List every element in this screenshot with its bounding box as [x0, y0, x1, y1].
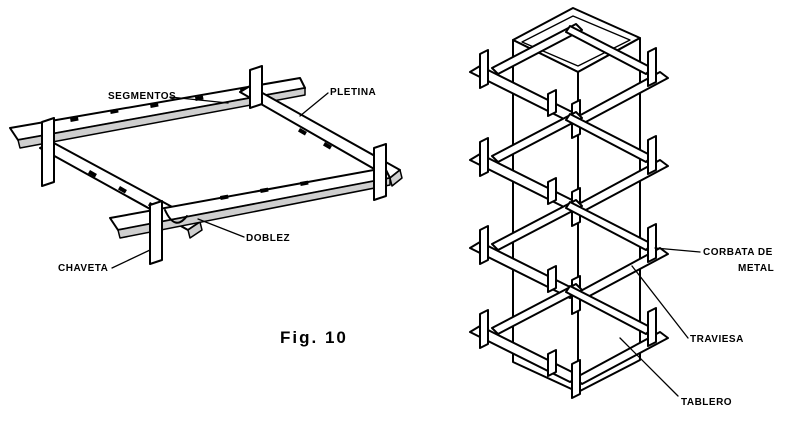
- leader-tablero: [619, 337, 679, 397]
- strap-front: [109, 167, 391, 239]
- collar-band: [469, 199, 669, 315]
- collar-band: [469, 283, 669, 399]
- label-corbata-line2: METAL: [738, 263, 775, 274]
- leader-corbata: [654, 247, 701, 253]
- leader-pletina: [299, 92, 329, 117]
- bend-doblez: [164, 209, 188, 224]
- leader-doblez: [197, 218, 245, 238]
- wedge-front: [149, 200, 163, 265]
- strap-front-left: [9, 77, 306, 149]
- wedge-left: [41, 117, 55, 187]
- column-formwork: [469, 7, 669, 399]
- collar-band: [469, 23, 669, 139]
- label-chaveta: CHAVETA: [58, 263, 109, 274]
- wedge-back: [249, 65, 263, 109]
- leader-traviesa: [631, 265, 689, 339]
- label-pletina: PLETINA: [330, 87, 377, 98]
- label-tablero: TABLERO: [681, 397, 733, 408]
- label-traviesa: TRAVIESA: [690, 334, 744, 345]
- strap-right: [239, 85, 403, 187]
- label-doblez: DOBLEZ: [246, 233, 291, 244]
- figure-caption: Fig. 10: [280, 328, 348, 347]
- leader-chaveta: [111, 249, 151, 269]
- wedge-right: [373, 143, 387, 201]
- metal-tie-assembly: [9, 65, 403, 265]
- label-corbata-line1: CORBATA DE: [703, 247, 773, 258]
- collar-set: [469, 23, 669, 399]
- label-segmentos: SEGMENTOS: [108, 91, 177, 102]
- leader-segmentos: [169, 96, 229, 104]
